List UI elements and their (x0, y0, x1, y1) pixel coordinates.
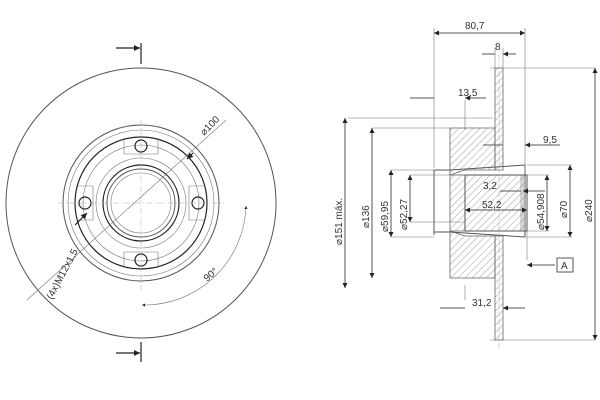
dim-disc-thickness: 8 (495, 42, 501, 53)
dim-dia-52-27: ⌀52,27 (399, 199, 410, 230)
dim-dia-59-95: ⌀59,95 (380, 201, 391, 232)
dim-3-2: 3,2 (483, 181, 497, 192)
dim-overall-width: 80,7 (465, 21, 485, 32)
bearing-bore (464, 174, 528, 232)
dim-52-2: 52,2 (482, 200, 502, 211)
dim-9-5: 9,5 (543, 135, 557, 146)
hub-flange (449, 127, 496, 279)
angle-label: 90° (202, 266, 221, 284)
angle-arc (141, 205, 248, 307)
dim-dia-54-908: ⌀54,908 (536, 193, 547, 230)
section-view: 80,7 8 13,5 9,5 3,2 52,2 31,2 ⌀151 máx. … (334, 21, 598, 350)
front-view: ⌀100 (4x)M12x1,5 90° (5, 43, 277, 362)
dim-31-2: 31,2 (472, 298, 492, 309)
dim-dia-136: ⌀136 (361, 205, 372, 228)
dim-dia-151: ⌀151 máx. (334, 198, 345, 245)
datum-label: A (561, 261, 568, 272)
thread-label: (4x)M12x1,5 (45, 247, 81, 302)
dim-dia-70: ⌀70 (559, 200, 570, 218)
dim-13-5: 13,5 (458, 88, 478, 99)
disc-outer-edge (5, 67, 277, 339)
datum-box (556, 257, 574, 273)
diameter-leader (26, 119, 227, 301)
dim-dia-240: ⌀240 (584, 199, 595, 222)
